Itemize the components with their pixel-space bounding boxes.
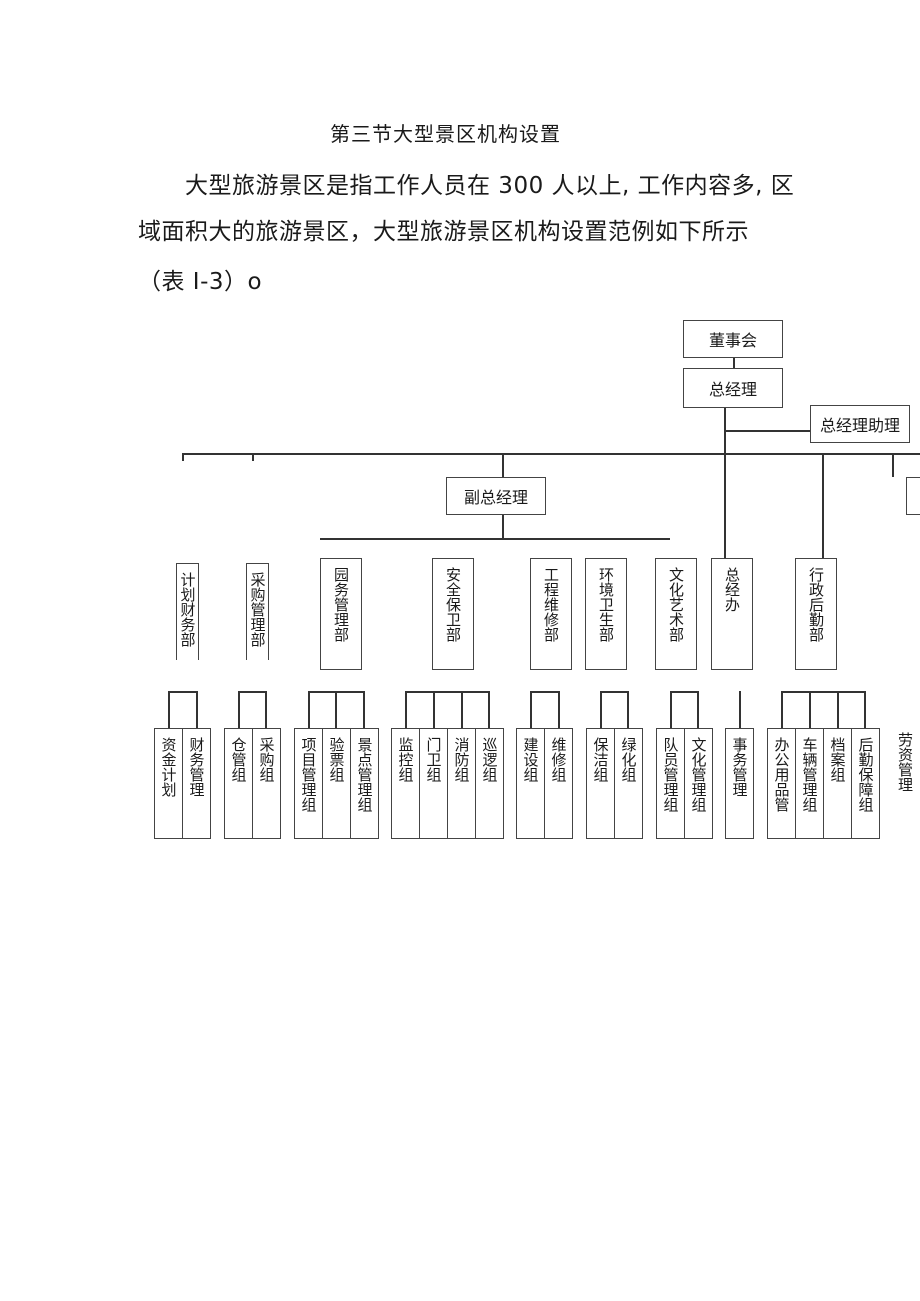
team-fund-planning: 资金计划 [154,728,183,839]
team-member-mgmt: 队员管理组 [656,728,685,839]
team-maintenance: 维修组 [544,728,573,839]
dept-sanitation: 环境卫生部 [585,558,627,670]
team-scenic-spot-mgmt: 景点管理组 [350,728,379,839]
team-archives: 档案组 [823,728,852,839]
team-warehouse: 仓管组 [224,728,253,839]
dept-admin-logistics: 行政后勤部 [795,558,837,670]
team-affairs-mgmt: 事务管理 [725,728,754,839]
team-logistics-support: 后勤保障组 [851,728,880,839]
team-finance-mgmt: 财务管理 [182,728,211,839]
section-title: 第三节大型景区机构设置 [330,122,561,146]
gm-assistant-box: 总经理助理 [810,405,910,443]
team-ticket-check: 验票组 [322,728,351,839]
paragraph-line-1: 大型旅游景区是指工作人员在 300 人以上, 工作内容多, 区 [185,173,795,199]
dept-procurement: 采购管理部 [246,563,269,660]
paragraph-line-2: 域面积大的旅游景区，大型旅游景区机构设置范例如下所示 [138,219,749,245]
team-greening: 绿化组 [614,728,643,839]
team-gate-guard: 门卫组 [419,728,448,839]
dept-finance: 计划财务部 [176,563,199,660]
team-labor-mgmt-cutoff: 劳资管理 [896,732,914,792]
paragraph-line-3: （表 I-3）o [138,269,263,295]
dept-park-affairs: 园务管理部 [320,558,362,670]
team-vehicle-mgmt: 车辆管理组 [795,728,824,839]
dept-engineering: 工程维修部 [530,558,572,670]
team-construction: 建设组 [516,728,545,839]
team-cleaning: 保洁组 [586,728,615,839]
dept-culture: 文化艺术部 [655,558,697,670]
team-fire-control: 消防组 [447,728,476,839]
dept-security: 安全保卫部 [432,558,474,670]
team-culture-mgmt: 文化管理组 [684,728,713,839]
gm-box: 总经理 [683,368,783,408]
deputy-gm-box: 副总经理 [446,477,546,515]
cut-off-box [906,477,920,515]
dept-gm-office: 总经办 [711,558,753,670]
team-monitoring: 监控组 [391,728,420,839]
board-box: 董事会 [683,320,783,358]
team-purchasing: 采购组 [252,728,281,839]
team-project-mgmt: 项目管理组 [294,728,323,839]
team-patrol: 巡逻组 [475,728,504,839]
team-office-supplies: 办公用品管 [767,728,796,839]
